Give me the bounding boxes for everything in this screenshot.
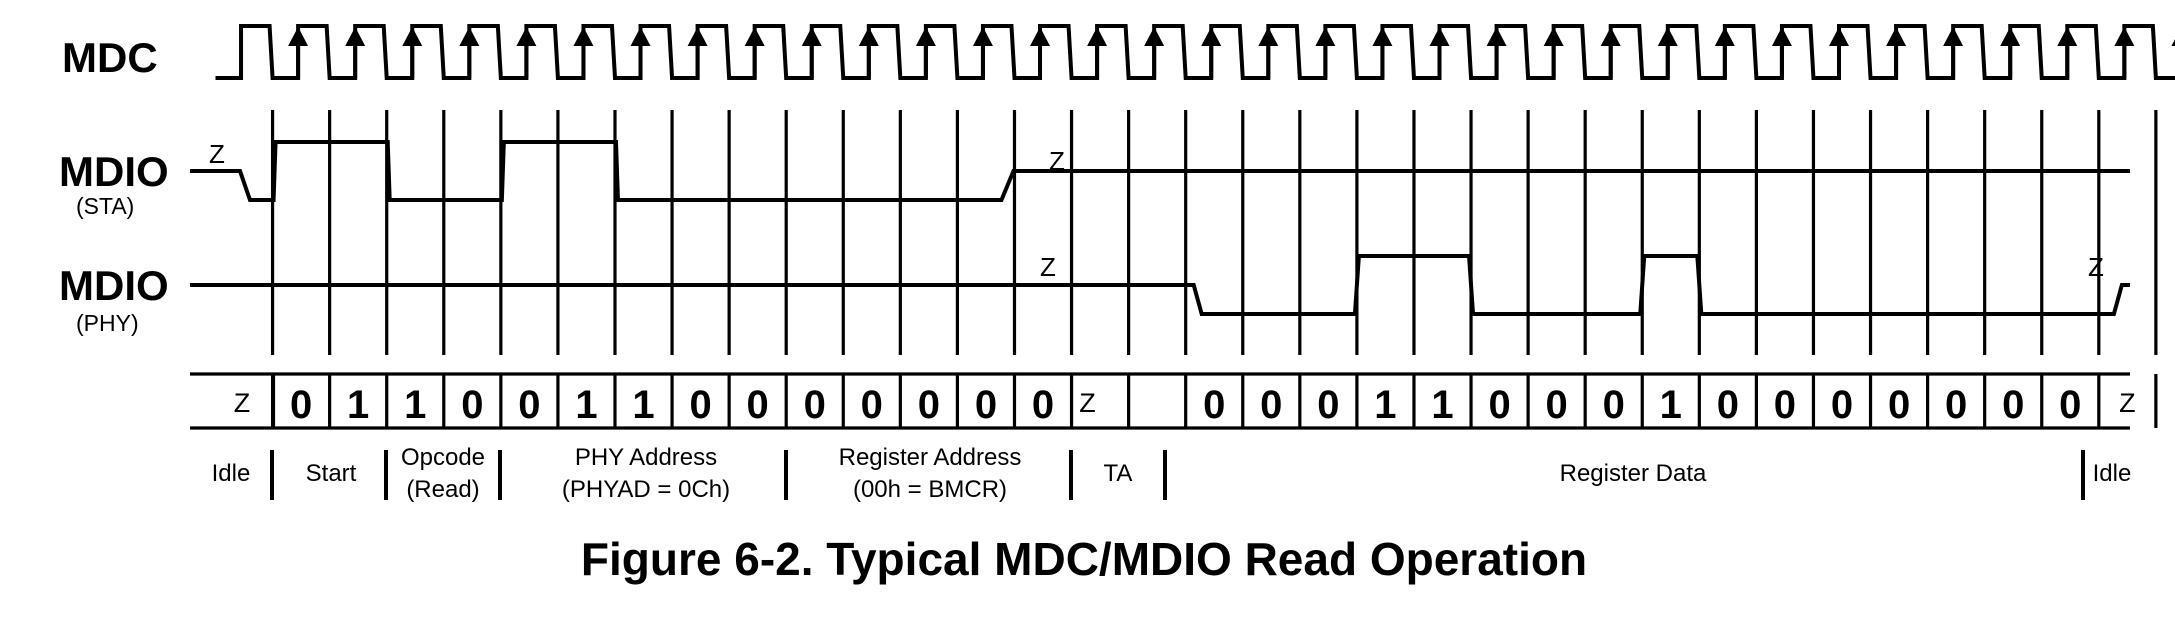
mdio-phy-waveform [190,254,2130,316]
field-label-opcode-sub: (Read) [406,476,479,503]
rising-edge-arrow [1828,27,1849,46]
bit-value: 0 [1488,383,1510,427]
rising-edge-arrow [1771,27,1792,46]
bit-value: 0 [1774,383,1796,427]
rising-edge-arrow [2114,27,2135,46]
field-label-idle-start: Idle [212,460,251,487]
bit-value: 0 [1032,383,1054,427]
rising-edge-arrow [345,27,366,46]
rising-edge-arrow [858,27,879,46]
rising-edge-arrow [2171,39,2175,46]
mdio-phy-label: MDIO [59,262,169,309]
field-label-register-data: Register Data [1560,460,1707,487]
rising-edge-arrow [1144,27,1165,46]
field-label-register-address: Register Address [839,444,1022,471]
rising-edge-arrow [1030,27,1051,46]
mdio-phy-sublabel: (PHY) [76,310,139,336]
rising-edge-arrow [1943,27,1964,46]
bit-value: 0 [518,383,540,427]
rising-edge-arrow [1201,27,1222,46]
rising-edge-arrow [915,27,936,46]
bit-value: 1 [347,383,369,427]
bit-value: 0 [1546,383,1568,427]
bit-value: Z [1079,388,1096,418]
rising-edge-arrow [630,27,651,46]
mdio-sta-waveform [190,140,2130,202]
bit-value: 0 [861,383,883,427]
rising-edge-arrow [1657,27,1678,46]
rising-edge-arrow [2057,27,2078,46]
rising-edge-arrow [1486,27,1507,46]
rising-edge-arrow [801,27,822,46]
rising-edge-arrow [573,27,594,46]
rising-edge-arrow [459,27,480,46]
rising-edge-arrow [1315,27,1336,46]
rising-edge-arrow [1429,27,1450,46]
rising-edge-arrow [687,27,708,46]
phy-z-start-marker: Z [1040,252,1056,282]
bit-value: 0 [2002,383,2024,427]
bit-value-row [190,372,2158,430]
field-label-opcode: Opcode [401,444,485,471]
bit-value: 0 [689,383,711,427]
bit-value: 1 [1660,383,1682,427]
rising-edge-arrow [402,27,423,46]
bit-value: 0 [461,383,483,427]
bit-value: 0 [1888,383,1910,427]
figure-caption: Figure 6-2. Typical MDC/MDIO Read Operat… [581,533,1587,585]
rising-edge-arrow [1258,27,1279,46]
bit-value: Z [2119,388,2136,418]
rising-edge-arrow [1543,27,1564,46]
mdc-label: MDC [62,34,158,81]
rising-edge-arrow [744,27,765,46]
field-separators [270,450,2085,500]
rising-edge-arrow [288,27,309,46]
bit-value: 0 [1260,383,1282,427]
bit-value: 0 [1717,383,1739,427]
rising-edge-arrow [972,27,993,46]
bit-value: 1 [1374,383,1396,427]
clock-edge-gridlines [270,110,2158,355]
rising-edge-arrow [1087,27,1108,46]
bit-value: Z [234,388,251,418]
bit-value: 0 [290,383,312,427]
mdio-sta-label: MDIO [59,148,169,195]
bit-value: 0 [975,383,997,427]
bit-value: 0 [1203,383,1225,427]
field-label-start: Start [306,460,357,487]
sta-z-turnaround-marker: Z [1049,146,1065,176]
rising-edge-arrow [1372,27,1393,46]
mdc-rising-edge-arrows [288,27,2175,78]
bit-value: 0 [918,383,940,427]
bit-value: 1 [1431,383,1453,427]
bit-value: 0 [804,383,826,427]
bit-value: 0 [1945,383,1967,427]
bit-value: 0 [2059,383,2081,427]
bit-value: 0 [1317,383,1339,427]
rising-edge-arrow [1886,27,1907,46]
field-label-register-address-sub: (00h = BMCR) [853,476,1007,503]
bit-value: 1 [404,383,426,427]
rising-edge-arrow [1600,27,1621,46]
rising-edge-arrow [1714,27,1735,46]
sta-z-start-marker: Z [209,139,225,169]
mdc-waveform [215,24,2175,80]
rising-edge-arrow [2000,27,2021,46]
mdio-sta-sublabel: (STA) [76,193,134,219]
bit-value: 1 [632,383,654,427]
phy-z-end-marker: Z [2088,252,2104,282]
field-label-phy-address: PHY Address [575,444,717,471]
rising-edge-arrow [516,27,537,46]
field-label-phy-address-sub: (PHYAD = 0Ch) [562,476,730,503]
bit-value: 0 [1831,383,1853,427]
bit-value: 0 [1603,383,1625,427]
field-label-idle-end: Idle [2093,460,2132,487]
bit-value: 0 [747,383,769,427]
bit-value: 1 [575,383,597,427]
field-label-ta: TA [1104,460,1133,487]
